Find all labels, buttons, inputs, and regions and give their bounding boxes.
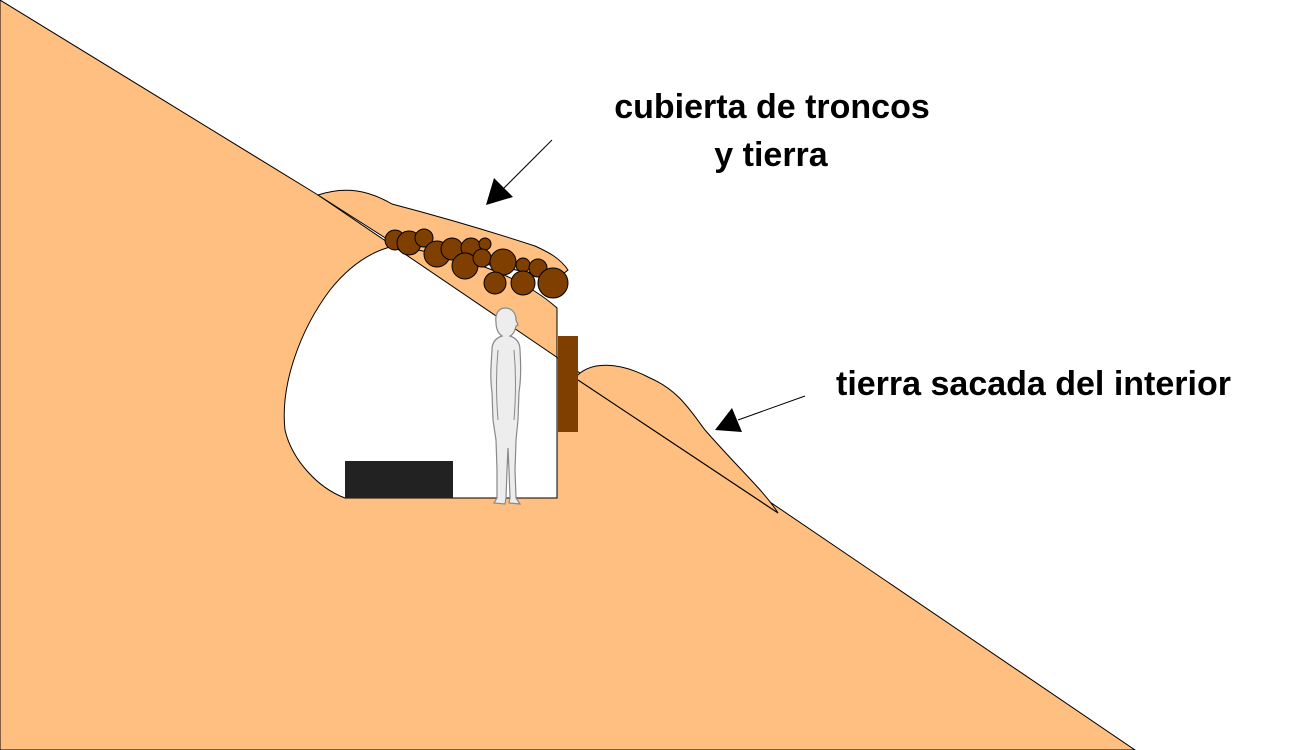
person-icon [490, 307, 522, 505]
slope-line [574, 377, 779, 514]
arrow-spoil [715, 395, 806, 432]
log [489, 248, 517, 276]
log [472, 248, 492, 268]
arrow-icon [715, 408, 742, 432]
log [483, 271, 507, 295]
log [537, 267, 569, 299]
log [515, 257, 531, 273]
log [510, 270, 536, 296]
label-roof-line1: cubierta de troncos [614, 88, 930, 126]
bed-block [345, 461, 453, 498]
arrow-roof [486, 139, 553, 205]
label-roof-line2: y tierra [714, 136, 828, 174]
log [414, 228, 434, 248]
person-arm-line [496, 349, 516, 421]
spoil-heap [574, 364, 779, 514]
log-roof [384, 228, 569, 299]
log [478, 237, 492, 251]
door-post [558, 336, 578, 432]
arrow-icon [486, 178, 513, 205]
label-spoil: tierra sacada del interior [836, 365, 1231, 403]
